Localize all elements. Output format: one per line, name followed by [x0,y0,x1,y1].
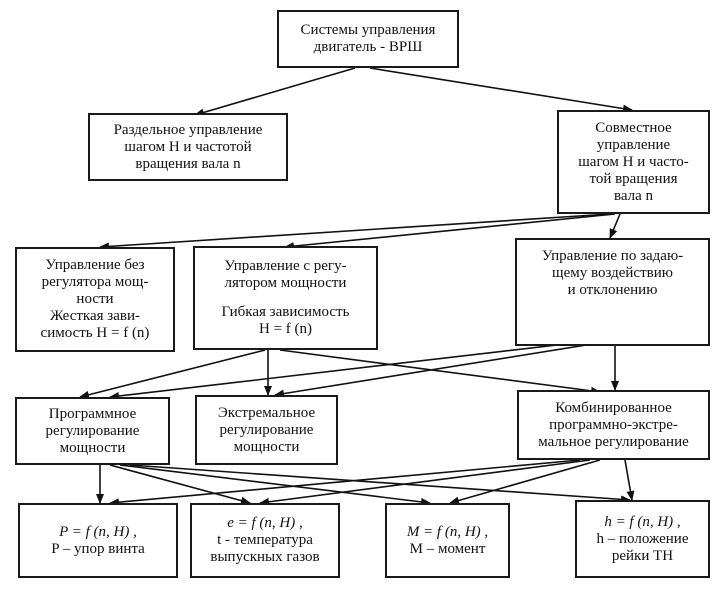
with-line-5: H = f (n) [258,321,313,337]
arrow-joint-to-with [284,213,616,251]
joint-line-5: вала n [613,187,654,204]
arrow-setpoint-to-program [109,339,601,400]
arrow-joint-to-without [99,213,611,251]
moment-line-2: M – момент [409,540,486,557]
without-line-2: регулятора мощ- [41,274,149,290]
arrow-combined-to-temperature [259,459,591,506]
rack-line-1: h = f (n, H) , [604,513,681,530]
thrust-line-2: P – упор винта [51,540,145,557]
rack-line-2: h – положение [596,530,689,547]
extremal-line-3: мощности [233,438,300,455]
without-line-5: симость H = f (n) [40,325,150,341]
joint-line-1: Совместное [595,119,672,136]
rack-line-3: рейки ТН [611,547,674,564]
program-line-3: мощности [59,439,126,456]
root-line-2: двигатель - ВРШ [313,39,423,55]
setpoint-control-box: Управление по задаю- щему воздействию и … [515,238,710,346]
program-regulation-box: Программное регулирование мощности [15,397,170,465]
with-line-4: Гибкая зависимость [221,304,350,320]
extremal-line-2: регулирование [219,421,314,438]
combined-line-2: программно-экстре- [549,416,678,433]
arrow-program-to-rack [129,464,631,504]
arrow-program-to-temperature [109,464,251,505]
setpoint-line-3: и отклонению [567,282,658,298]
without-line-4: Жесткая зави- [50,308,140,324]
without-line-1: Управление без [45,257,145,273]
thrust-line-1: P = f (n, H) , [59,523,137,540]
joint-line-2: управление [596,136,671,153]
arrow-setpoint-to-extremal [274,341,606,398]
joint-line-4: той вращения [589,170,678,187]
combined-line-1: Комбинированное [555,399,672,416]
separate-control-box: Раздельное управление шагом Н и частотой… [88,113,288,181]
temperature-line-1: e = f (n, H) , [227,515,303,531]
setpoint-line-2: щему воздействию [552,265,673,281]
arrow-root-to-separate [194,67,356,117]
root-box: Системы управления двигатель - ВРШ [277,10,459,68]
rack-position-box: h = f (n, H) , h – положение рейки ТН [575,500,710,578]
arrow-combined-to-thrust [109,459,581,507]
with-line-2: лятором мощности [224,275,347,291]
with-line-1: Управление с регу- [224,258,347,274]
temperature-box: e = f (n, H) , t - температура выпускных… [190,503,340,578]
combined-regulation-box: Комбинированное программно-экстре- мальн… [517,390,710,460]
moment-line-1: M = f (n, H) , [406,523,489,540]
separate-line-3: вращения вала n [135,155,241,172]
extremal-line-1: Экстремальное [217,404,316,421]
arrow-with-to-combined [279,349,601,395]
with-regulator-box: Управление с регу- лятором мощности Гибк… [193,246,378,350]
separate-line-2: шагом Н и частотой [124,138,252,155]
moment-box: M = f (n, H) , M – момент [385,503,510,578]
program-line-2: регулирование [45,422,140,439]
setpoint-line-1: Управление по задаю- [541,248,684,264]
root-line-1: Системы управления [300,22,436,38]
arrow-with-to-program [79,349,266,399]
arrow-joint-to-setpoint [609,213,621,239]
separate-line-1: Раздельное управление [113,121,263,138]
temperature-line-2: t - температура [217,532,313,548]
arrow-combined-to-rack [624,459,635,501]
arrow-combined-to-moment [449,459,601,505]
joint-line-3: шагом H и часто- [578,153,689,170]
extremal-regulation-box: Экстремальное регулирование мощности [195,395,338,465]
combined-line-3: мальное регулирование [538,433,689,450]
joint-control-box: Совместное управление шагом H и часто- т… [557,110,710,214]
thrust-box: P = f (n, H) , P – упор винта [18,503,178,578]
program-line-1: Программное [48,405,137,422]
without-line-3: ности [76,291,114,307]
without-regulator-box: Управление без регулятора мощ- ности Жес… [15,247,175,352]
arrow-root-to-joint [369,67,633,113]
arrow-program-to-moment [119,464,431,506]
temperature-line-3: выпускных газов [210,549,320,565]
